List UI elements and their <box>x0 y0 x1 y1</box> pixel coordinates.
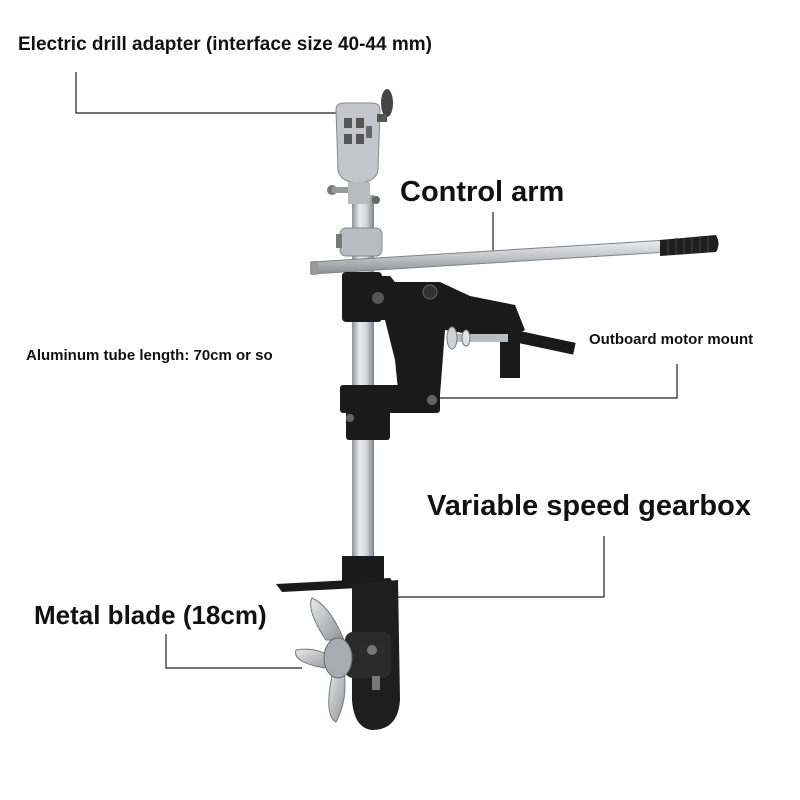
adapter-leader-line <box>75 72 336 114</box>
drill-adapter-label: Electric drill adapter (interface size 4… <box>18 34 432 55</box>
mount-screw <box>446 326 508 350</box>
control-arm-label: Control arm <box>400 176 565 208</box>
tube-lower-clamp <box>342 556 384 582</box>
motor-mount-label: Outboard motor mount <box>589 331 754 348</box>
gearbox-label: Variable speed gearbox <box>427 490 751 522</box>
control-arm <box>310 235 719 275</box>
control-arm-grip <box>660 235 719 256</box>
outboard-motor-mount <box>340 272 576 440</box>
drill-adapter <box>327 89 393 204</box>
blade-leader-line <box>165 634 302 669</box>
tube-length-label: Aluminum tube length: 70cm or so <box>26 347 273 364</box>
gearbox-leader-line <box>398 536 605 598</box>
gearbox <box>345 580 400 730</box>
leader-lines <box>75 72 678 669</box>
metal-blade <box>295 597 353 723</box>
tube-clamp <box>336 227 383 257</box>
metal-blade-label: Metal blade (18cm) <box>34 600 267 630</box>
mount-leader-line <box>420 364 678 399</box>
